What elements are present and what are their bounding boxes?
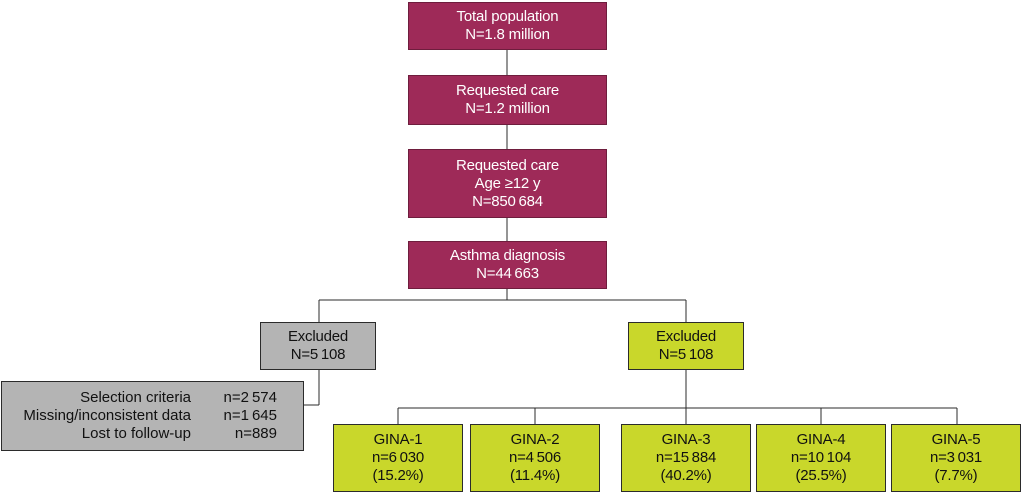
excluded-right-count: N=5 108	[658, 346, 714, 363]
excluded-left-title: Excluded	[287, 328, 349, 345]
exclusion-detail-value: n=2 574	[223, 389, 277, 406]
gina-5-count: n=3 031	[929, 449, 983, 466]
requested-care-age-title: Requested care	[455, 156, 560, 174]
requested-care-box: Requested care N=1.2 million	[408, 75, 607, 125]
excluded-left-count: N=5 108	[290, 346, 346, 363]
gina-3-box: GINA-3 n=15 884 (40.2%)	[621, 424, 751, 492]
requested-care-age-box: Requested care Age ≥12 y N=850 684	[408, 149, 607, 218]
excluded-right-title: Excluded	[655, 328, 717, 345]
exclusion-detail-label: Lost to follow-up	[81, 425, 191, 442]
gina-3-percent: (40.2%)	[660, 467, 712, 484]
gina-4-box: GINA-4 n=10 104 (25.5%)	[756, 424, 886, 492]
exclusion-detail-label: Missing/inconsistent data	[23, 407, 191, 424]
asthma-diagnosis-box: Asthma diagnosis N=44 663	[408, 241, 607, 289]
exclusion-detail-value: n=1 645	[223, 407, 277, 424]
requested-care-age-criterion: Age ≥12 y	[474, 174, 541, 192]
requested-care-title: Requested care	[455, 82, 560, 99]
exclusion-detail-row: Lost to follow-up n=889	[2, 425, 303, 443]
gina-2-box: GINA-2 n=4 506 (11.4%)	[470, 424, 600, 492]
exclusion-detail-row: Selection criteria n=2 574	[2, 389, 303, 407]
gina-1-percent: (15.2%)	[372, 467, 424, 484]
gina-4-percent: (25.5%)	[795, 467, 847, 484]
gina-4-count: n=10 104	[790, 449, 852, 466]
asthma-diagnosis-count: N=44 663	[476, 265, 539, 282]
exclusion-detail-label: Selection criteria	[80, 389, 191, 406]
total-population-count: N=1.8 million	[465, 26, 550, 43]
gina-3-title: GINA-3	[661, 431, 711, 448]
gina-5-box: GINA-5 n=3 031 (7.7%)	[891, 424, 1021, 492]
exclusion-detail-row: Missing/inconsistent data n=1 645	[2, 407, 303, 425]
asthma-diagnosis-title: Asthma diagnosis	[449, 247, 566, 264]
gina-1-box: GINA-1 n=6 030 (15.2%)	[333, 424, 463, 492]
gina-2-percent: (11.4%)	[509, 467, 560, 484]
gina-2-count: n=4 506	[508, 449, 562, 466]
exclusion-details-box: Selection criteria n=2 574 Missing/incon…	[1, 381, 304, 451]
requested-care-age-count: N=850 684	[472, 192, 543, 210]
gina-2-title: GINA-2	[510, 431, 560, 448]
gina-5-percent: (7.7%)	[934, 467, 978, 484]
excluded-left-box: Excluded N=5 108	[260, 322, 376, 370]
gina-4-title: GINA-4	[796, 431, 846, 448]
requested-care-count: N=1.2 million	[465, 100, 550, 117]
gina-1-count: n=6 030	[371, 449, 425, 466]
gina-1-title: GINA-1	[373, 431, 423, 448]
total-population-title: Total population	[456, 8, 559, 25]
total-population-box: Total population N=1.8 million	[408, 2, 607, 50]
exclusion-detail-value: n=889	[234, 425, 277, 442]
gina-3-count: n=15 884	[655, 449, 717, 466]
excluded-right-box: Excluded N=5 108	[628, 322, 744, 370]
gina-5-title: GINA-5	[931, 431, 981, 448]
